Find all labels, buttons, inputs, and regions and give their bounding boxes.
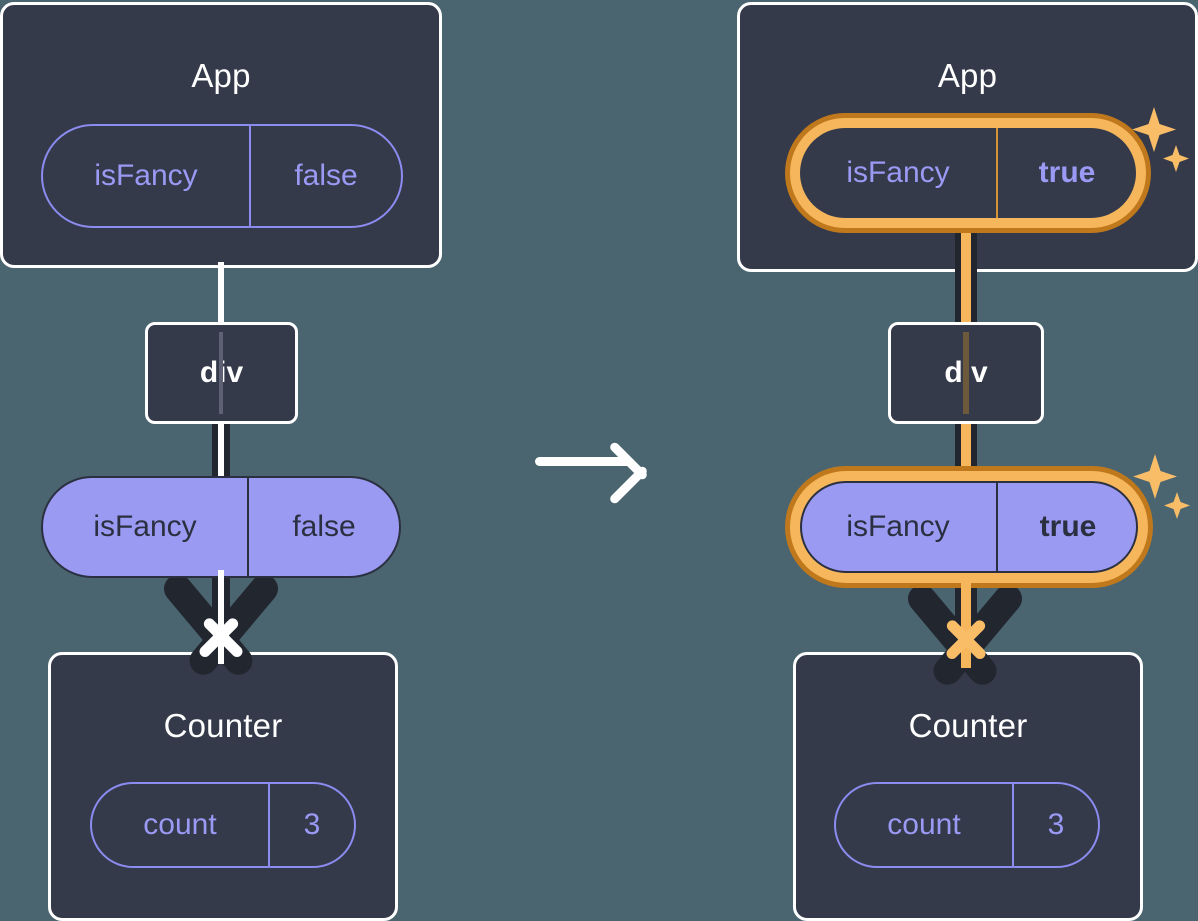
right-prop-value: true <box>996 481 1138 573</box>
left-wire-div-to-prop-core <box>218 422 224 484</box>
left-wire-through-div <box>219 332 223 414</box>
right-counter-state-value: 3 <box>1012 784 1098 866</box>
left-prop-name: isFancy <box>93 510 197 543</box>
right-wire-app-to-div <box>961 228 971 330</box>
left-counter-title: Counter <box>163 707 283 744</box>
right-app-sparkle-icon <box>1128 103 1198 193</box>
left-prop-pill: isFancy false <box>41 476 401 578</box>
right-counter-title: Counter <box>908 707 1028 744</box>
left-app-state-name: isFancy <box>94 159 198 192</box>
left-counter-state-value: 3 <box>268 784 354 866</box>
right-counter-state-name: count <box>887 808 961 841</box>
right-prop-highlight-ring-hole <box>800 481 1138 573</box>
right-wire-through-div <box>963 332 969 414</box>
left-prop-value: false <box>247 478 399 576</box>
left-wire-app-to-div <box>218 262 224 324</box>
right-arrow-head <box>943 618 989 668</box>
right-app-state-name: isFancy <box>846 156 950 189</box>
right-counter-state-pill: count 3 <box>834 782 1100 868</box>
left-counter-state-pill: count 3 <box>90 782 356 868</box>
right-prop-name: isFancy <box>846 510 950 543</box>
right-arrow-shaft <box>961 578 971 668</box>
left-app-state-pill: isFancy false <box>41 124 403 228</box>
left-arrow-head <box>197 616 245 666</box>
left-app-state-value: false <box>249 126 401 226</box>
right-app-state-value: true <box>996 128 1136 218</box>
transition-arrow-icon <box>535 433 649 506</box>
right-app-highlight-ring-hole <box>800 128 1136 218</box>
left-app-title: App <box>191 57 251 94</box>
right-prop-sparkle-icon <box>1130 450 1198 540</box>
right-app-title: App <box>937 57 998 94</box>
right-prop-pill: isFancy true <box>800 481 1138 573</box>
right-wire-div-to-prop <box>961 422 971 484</box>
right-app-state-pill: isFancy true <box>800 128 1136 218</box>
left-counter-state-name: count <box>143 808 217 841</box>
left-arrow-shaft <box>218 570 224 664</box>
left-counter-panel: Counter <box>48 652 398 921</box>
